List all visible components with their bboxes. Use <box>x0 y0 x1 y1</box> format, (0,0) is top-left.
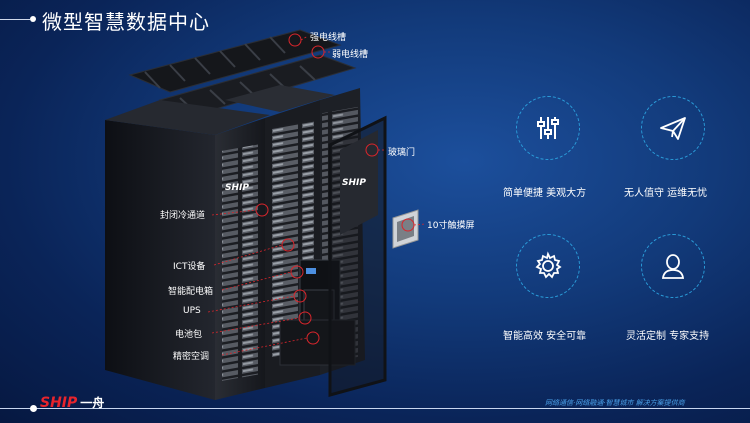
feature-icon-3 <box>516 234 580 298</box>
feature-icon-2 <box>641 96 705 160</box>
rack-logo: SHIP <box>225 183 249 193</box>
person-icon <box>661 254 685 279</box>
gear-icon <box>535 251 562 279</box>
callout-pdu <box>290 265 304 279</box>
label-weak-tray: 弱电线槽 <box>332 50 369 60</box>
label-cold-aisle: 封闭冷通道 <box>160 211 206 221</box>
label-battery: 电池包 <box>175 330 203 340</box>
callout-lines <box>207 35 426 356</box>
feature-text-3: 智能高效 安全可靠 <box>503 331 587 342</box>
title-line <box>0 19 30 20</box>
label-ac: 精密空调 <box>173 352 210 362</box>
callout-ac <box>306 331 320 345</box>
footer-brand: SHIP <box>40 395 78 411</box>
title-dot <box>30 16 36 22</box>
page-title: 微型智慧数据中心 <box>42 10 210 34</box>
feature-text-4: 灵活定制 专家支持 <box>626 331 710 342</box>
label-pdu: 智能配电箱 <box>168 287 214 297</box>
feature-icon-4 <box>641 234 705 298</box>
footer-dot <box>30 405 37 412</box>
paper-plane-icon <box>660 117 686 140</box>
feature-text-2: 无人值守 运维无忧 <box>624 188 708 199</box>
callout-ups <box>293 289 307 303</box>
cable-trays <box>128 29 357 116</box>
door-logo: SHIP <box>342 178 366 188</box>
glass-door: SHIP <box>328 115 387 397</box>
feature-icon-1 <box>516 96 580 160</box>
footer-brand-cn: 一舟 <box>80 396 105 410</box>
label-glass-door: 玻璃门 <box>388 148 416 158</box>
label-ups: UPS <box>183 306 201 316</box>
callout-ict <box>281 238 295 252</box>
footer-slogan: 网络通信·网络融通·智慧城市 解决方案提供商 <box>545 399 685 407</box>
footer-bar <box>0 408 750 409</box>
label-strong-tray: 强电线槽 <box>310 33 347 43</box>
feature-text-1: 简单便捷 美观大方 <box>503 188 587 199</box>
label-ict: ICT设备 <box>173 262 206 272</box>
label-touchscreen: 10寸触摸屏 <box>427 221 475 231</box>
touchscreen-panel <box>392 209 419 249</box>
left-cabinet-side <box>105 120 215 400</box>
sliders-icon <box>537 117 559 139</box>
